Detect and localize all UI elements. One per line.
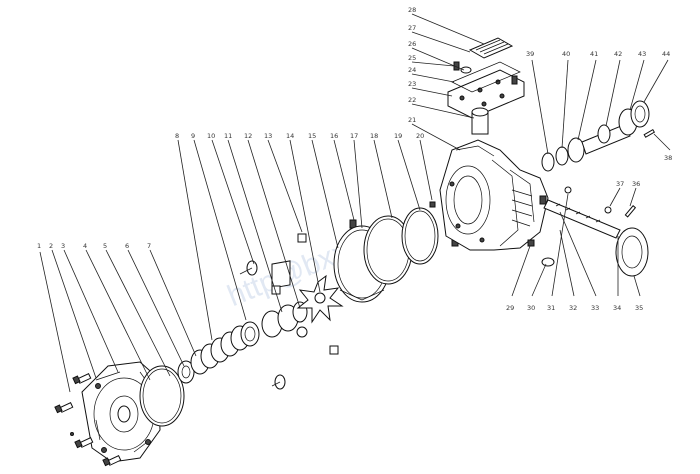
- callout-37: 37: [616, 180, 624, 188]
- pin-9: [239, 260, 258, 276]
- bolt-4: [102, 454, 122, 467]
- callout-27: 27: [408, 24, 416, 32]
- right-shaft-assembly: [541, 100, 656, 172]
- seal-ring: [177, 360, 195, 384]
- callout-7: 7: [147, 242, 151, 250]
- callout-31: 31: [547, 304, 555, 312]
- bolt-1: [54, 401, 74, 414]
- callout-1: 1: [37, 242, 41, 250]
- callout-8: 8: [175, 132, 179, 140]
- callout-14: 14: [286, 132, 294, 140]
- riser-block: [471, 107, 489, 135]
- leader-lines: [39, 13, 671, 393]
- callout-38: 38: [664, 154, 672, 162]
- callout-20: 20: [416, 132, 424, 140]
- key-block-low: [329, 345, 339, 355]
- pin-20: [429, 201, 436, 208]
- callout-44: 44: [662, 50, 670, 58]
- callout-23: 23: [408, 80, 416, 88]
- callout-34: 34: [613, 304, 621, 312]
- callout-36: 36: [632, 180, 640, 188]
- callout-39: 39: [526, 50, 534, 58]
- callout-9: 9: [191, 132, 195, 140]
- callout-11: 11: [224, 132, 232, 140]
- bolt-2: [72, 372, 92, 385]
- callout-22: 22: [408, 96, 416, 104]
- callout-19: 19: [394, 132, 402, 140]
- bolt-3: [74, 436, 94, 449]
- callout-35: 35: [635, 304, 643, 312]
- callout-26: 26: [408, 40, 416, 48]
- vent-plate: [468, 37, 514, 59]
- callout-17: 17: [350, 132, 358, 140]
- callout-24: 24: [408, 66, 416, 74]
- main-housing: [439, 139, 549, 251]
- callout-4: 4: [83, 242, 87, 250]
- callout-41: 41: [590, 50, 598, 58]
- callout-12: 12: [244, 132, 252, 140]
- callout-29: 29: [506, 304, 514, 312]
- callout-33: 33: [591, 304, 599, 312]
- cap-bolts: [453, 61, 518, 85]
- callout-15: 15: [308, 132, 316, 140]
- callout-43: 43: [638, 50, 646, 58]
- callout-42: 42: [614, 50, 622, 58]
- key-block-upper: [297, 233, 307, 243]
- callout-18: 18: [370, 132, 378, 140]
- callout-21: 21: [408, 116, 416, 124]
- callout-32: 32: [569, 304, 577, 312]
- washer-small: [296, 326, 308, 338]
- pin-lower: [271, 374, 286, 390]
- star-cam: [296, 274, 344, 324]
- callout-3: 3: [61, 242, 65, 250]
- callout-numbers: 1 2 3 4 5 6 7 8 9 10 11 12 13 14 15 16 1…: [37, 6, 672, 312]
- gasket-ring: [139, 365, 185, 427]
- lower-shaft: [539, 195, 649, 277]
- callout-30: 30: [527, 304, 535, 312]
- callout-40: 40: [562, 50, 570, 58]
- ring-19: [401, 207, 439, 265]
- callout-28: 28: [408, 6, 416, 14]
- callout-16: 16: [330, 132, 338, 140]
- callout-2: 2: [49, 242, 53, 250]
- callout-13: 13: [264, 132, 272, 140]
- callout-10: 10: [207, 132, 215, 140]
- callout-25: 25: [408, 54, 416, 62]
- spring-stack: [190, 321, 260, 375]
- callout-5: 5: [103, 242, 107, 250]
- gasket-24: [451, 61, 521, 93]
- small-hardware: [527, 186, 572, 267]
- callout-6: 6: [125, 242, 129, 250]
